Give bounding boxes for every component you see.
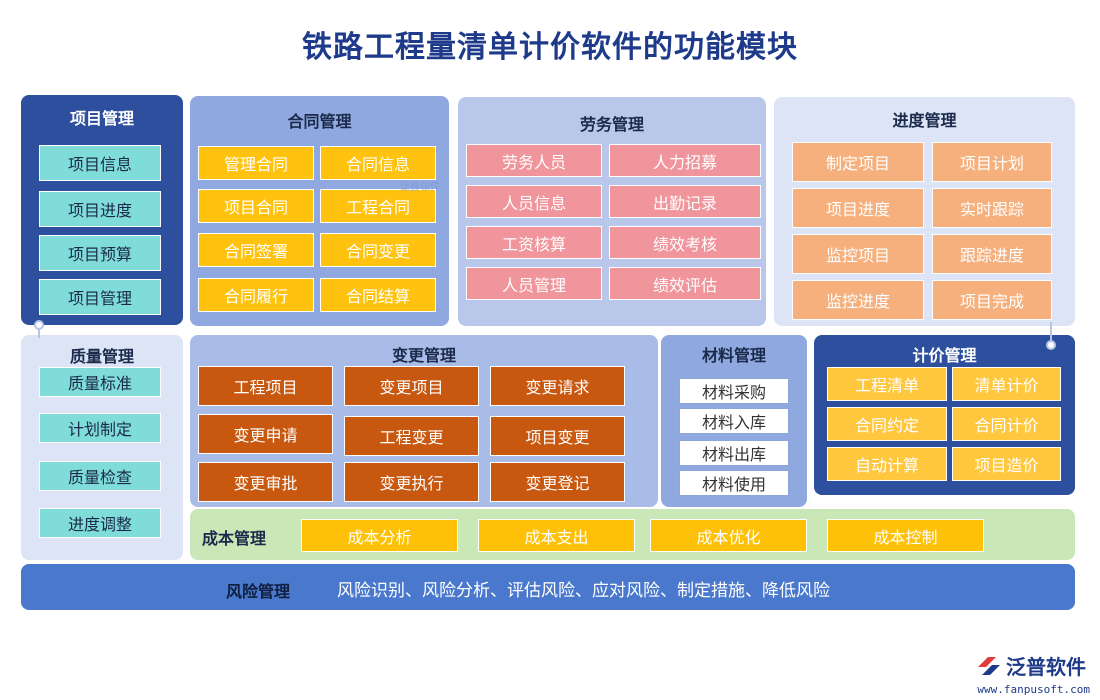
pricing-item[interactable]: 合同计价	[952, 407, 1061, 441]
schedule-item[interactable]: 项目计划	[932, 142, 1052, 182]
risk-management-text: 风险识别、风险分析、评估风险、应对风险、制定措施、降低风险	[337, 581, 830, 601]
labor-item[interactable]: 工资核算	[466, 226, 602, 259]
project-management-panel: 项目管理 项目信息 项目进度 项目预算 项目管理	[21, 95, 183, 325]
change-item[interactable]: 变更申请	[198, 414, 333, 454]
fanpu-logo-icon	[978, 656, 1000, 675]
labor-item[interactable]: 人员信息	[466, 185, 602, 218]
quality-item[interactable]: 质量标准	[39, 367, 161, 397]
change-management-title: 变更管理	[391, 346, 456, 365]
change-item[interactable]: 变更请求	[490, 366, 625, 406]
labor-management-title: 劳务管理	[579, 115, 644, 134]
project-item[interactable]: 项目预算	[39, 235, 161, 271]
material-item[interactable]: 材料使用	[679, 470, 789, 496]
schedule-item[interactable]: 制定项目	[792, 142, 924, 182]
project-item[interactable]: 项目信息	[39, 145, 161, 181]
contract-item[interactable]: 合同信息	[320, 146, 436, 180]
pricing-management-title: 计价管理	[912, 346, 977, 365]
labor-item[interactable]: 劳务人员	[466, 144, 602, 177]
contract-item[interactable]: 工程合同	[320, 189, 436, 223]
contract-item[interactable]: 合同结算	[320, 278, 436, 312]
risk-management-title: 风险管理	[226, 582, 291, 601]
material-management-title: 材料管理	[701, 346, 766, 365]
labor-item[interactable]: 绩效考核	[609, 226, 761, 259]
change-management-panel: 变更管理 工程项目 变更项目 变更请求 变更申请 工程变更 项目变更 变更审批 …	[190, 335, 658, 507]
pricing-item[interactable]: 项目造价	[952, 447, 1061, 481]
cost-item[interactable]: 成本控制	[827, 519, 984, 552]
contract-item[interactable]: 管理合同	[198, 146, 314, 180]
change-item[interactable]: 工程项目	[198, 366, 333, 406]
pricing-item[interactable]: 自动计算	[827, 447, 947, 481]
watermark: 泛普软件	[400, 182, 440, 193]
quality-item[interactable]: 进度调整	[39, 508, 161, 538]
cost-management-title: 成本管理	[202, 529, 267, 548]
material-management-panel: 材料管理 材料采购 材料入库 材料出库 材料使用	[661, 335, 807, 507]
material-item[interactable]: 材料出库	[679, 440, 789, 466]
schedule-item[interactable]: 监控项目	[792, 234, 924, 274]
contract-management-panel: 合同管理 管理合同 合同信息 项目合同 工程合同 合同签署 合同变更 合同履行 …	[190, 96, 449, 326]
connector-line	[1050, 322, 1052, 340]
contract-item[interactable]: 合同变更	[320, 233, 436, 267]
labor-item[interactable]: 人力招募	[609, 144, 761, 177]
contract-item[interactable]: 项目合同	[198, 189, 314, 223]
change-item[interactable]: 变更登记	[490, 462, 625, 502]
quality-item[interactable]: 计划制定	[39, 413, 161, 443]
schedule-item[interactable]: 跟踪进度	[932, 234, 1052, 274]
cost-item[interactable]: 成本分析	[301, 519, 458, 552]
quality-management-title: 质量管理	[69, 347, 134, 366]
quality-management-panel: 质量管理 质量标准 计划制定 质量检查 进度调整	[21, 335, 183, 560]
pricing-item[interactable]: 清单计价	[952, 367, 1061, 401]
labor-item[interactable]: 绩效评估	[609, 267, 761, 300]
schedule-item[interactable]: 实时跟踪	[932, 188, 1052, 228]
brand-url: www.fanpusoft.com	[977, 683, 1090, 696]
change-item[interactable]: 变更项目	[344, 366, 479, 406]
schedule-management-panel: 进度管理 制定项目 项目计划 项目进度 实时跟踪 监控项目 跟踪进度 监控进度 …	[774, 97, 1075, 326]
page-title: 铁路工程量清单计价软件的功能模块	[302, 30, 798, 65]
schedule-item[interactable]: 项目进度	[792, 188, 924, 228]
schedule-management-title: 进度管理	[892, 111, 957, 130]
change-item[interactable]: 项目变更	[490, 416, 625, 456]
labor-management-panel: 劳务管理 劳务人员 人力招募 人员信息 出勤记录 工资核算 绩效考核 人员管理 …	[458, 97, 766, 326]
material-item[interactable]: 材料采购	[679, 378, 789, 404]
contract-item[interactable]: 合同履行	[198, 278, 314, 312]
labor-item[interactable]: 人员管理	[466, 267, 602, 300]
change-item[interactable]: 变更审批	[198, 462, 333, 502]
cost-item[interactable]: 成本优化	[650, 519, 807, 552]
schedule-item[interactable]: 项目完成	[932, 280, 1052, 320]
schedule-item[interactable]: 监控进度	[792, 280, 924, 320]
pricing-item[interactable]: 合同约定	[827, 407, 947, 441]
contract-management-title: 合同管理	[287, 112, 352, 131]
connector-dot	[1046, 340, 1056, 350]
cost-management-panel: 成本管理 成本分析 成本支出 成本优化 成本控制	[190, 509, 1075, 560]
brand-logo: 泛普软件	[974, 651, 1086, 680]
change-item[interactable]: 工程变更	[344, 416, 479, 456]
project-item[interactable]: 项目进度	[39, 191, 161, 227]
project-item[interactable]: 项目管理	[39, 279, 161, 315]
quality-item[interactable]: 质量检查	[39, 461, 161, 491]
pricing-item[interactable]: 工程清单	[827, 367, 947, 401]
project-management-title: 项目管理	[69, 109, 134, 128]
labor-item[interactable]: 出勤记录	[609, 185, 761, 218]
pricing-management-panel: 计价管理 工程清单 清单计价 合同约定 合同计价 自动计算 项目造价	[814, 335, 1075, 495]
contract-item[interactable]: 合同签署	[198, 233, 314, 267]
change-item[interactable]: 变更执行	[344, 462, 479, 502]
material-item[interactable]: 材料入库	[679, 408, 789, 434]
cost-item[interactable]: 成本支出	[478, 519, 635, 552]
connector-line	[38, 328, 40, 338]
risk-management-panel: 风险管理 风险识别、风险分析、评估风险、应对风险、制定措施、降低风险	[21, 564, 1075, 610]
brand-name: 泛普软件	[1006, 655, 1086, 679]
